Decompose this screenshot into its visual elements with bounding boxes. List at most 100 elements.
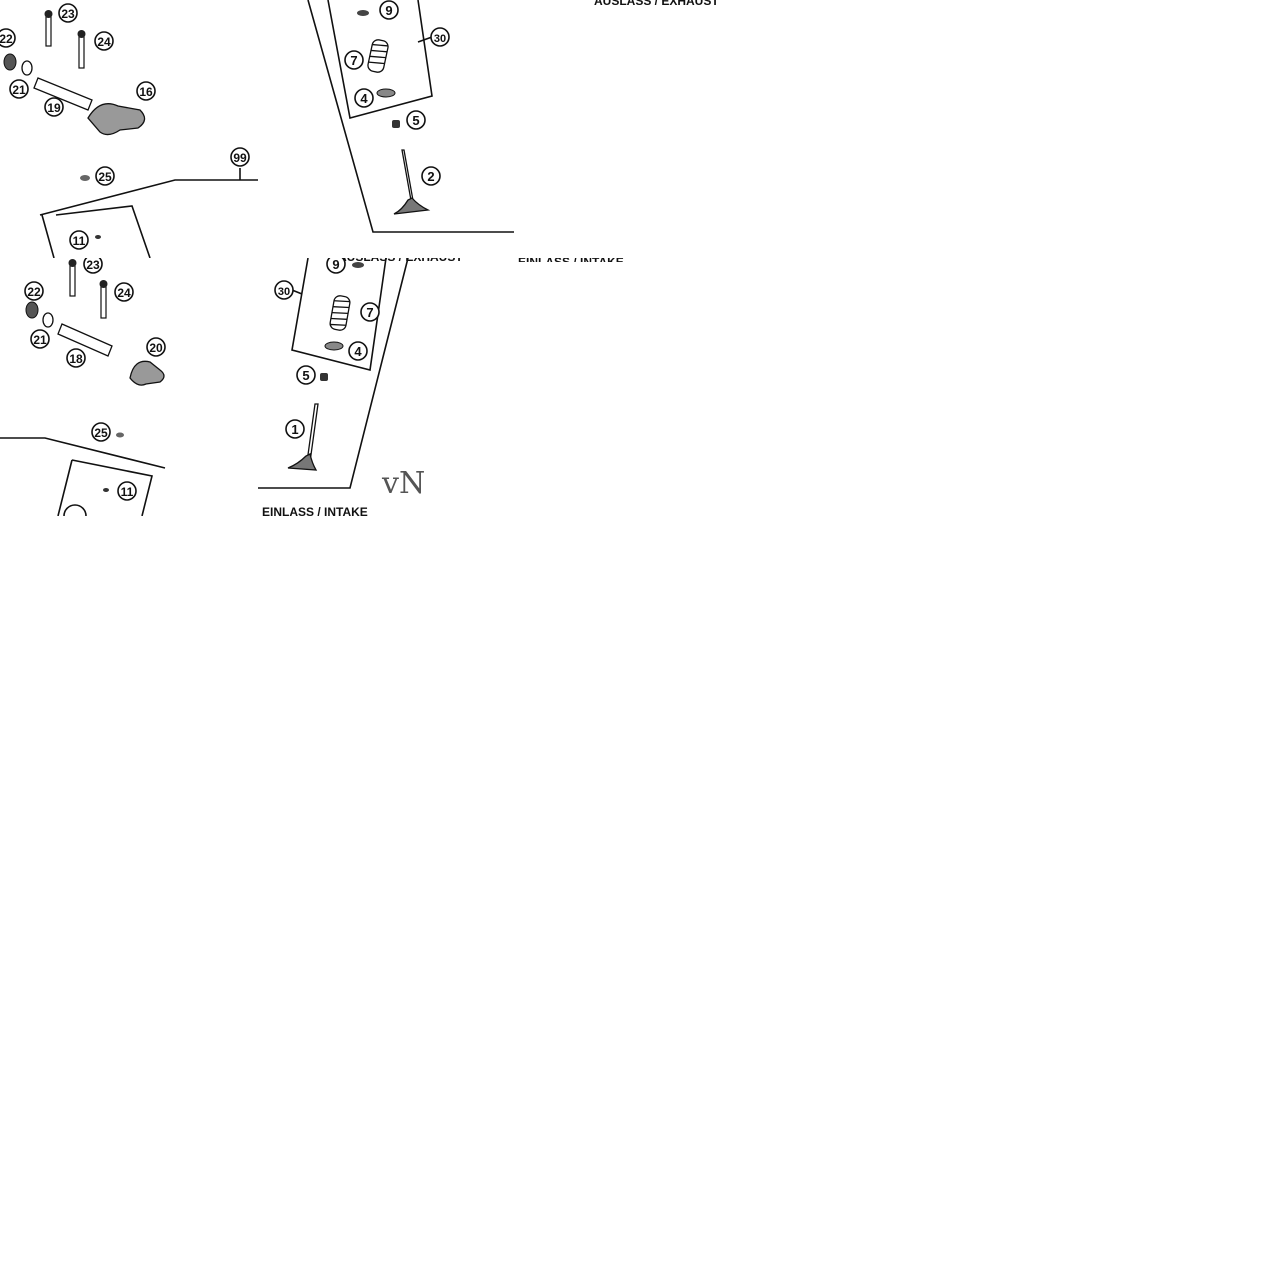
valve-spring-7-part — [367, 39, 389, 73]
spring-kit-box — [327, 0, 433, 119]
tile-caption-exhaust: AUSLASS / EXHAUST — [516, 0, 774, 258]
callout-22b: 22 — [24, 281, 44, 301]
callout-4: 4 — [354, 88, 374, 108]
callout-25b: 25 — [91, 422, 111, 442]
svg-text:18: 18 — [69, 352, 83, 366]
svg-text:23: 23 — [61, 7, 75, 21]
callout-7: 7 — [344, 50, 364, 70]
callout-21: 21 — [9, 79, 29, 99]
callout-18: 18 — [66, 348, 86, 368]
callout-21b: 21 — [30, 329, 50, 349]
leader-30 — [417, 36, 433, 43]
bolt-24-part — [78, 35, 85, 69]
svg-text:5: 5 — [302, 368, 309, 383]
o-ring-21-part — [21, 60, 33, 76]
watermark-mark: vN — [381, 466, 425, 501]
svg-text:99: 99 — [233, 151, 247, 165]
exhaust-bracket-line — [307, 0, 514, 233]
svg-text:1: 1 — [291, 422, 298, 437]
callout-19: 19 — [44, 97, 64, 117]
plug-22-part — [3, 53, 17, 71]
svg-text:16: 16 — [139, 85, 153, 99]
callout-1: 1 — [285, 419, 305, 439]
valve-seal-5-part — [320, 373, 328, 381]
callout-24b: 24 — [114, 282, 134, 302]
svg-text:22: 22 — [27, 285, 41, 299]
svg-text:30: 30 — [434, 33, 446, 45]
o-ring-21-part — [42, 312, 54, 328]
tile-valve-intake: AUSLASS / EXHAUST vN EINLASS / INTAKE 9 … — [258, 258, 516, 516]
exhaust-valve-2-part — [393, 149, 431, 215]
valve-spring-7-part — [329, 295, 351, 331]
callout-5b: 5 — [296, 365, 316, 385]
exhaust-caption: AUSLASS / EXHAUST — [338, 258, 463, 264]
svg-text:4: 4 — [360, 91, 368, 106]
bolt-23-part — [45, 13, 52, 47]
callout-99: 99 — [230, 147, 250, 167]
callout-23: 23 — [58, 3, 78, 23]
intake-caption: EINLASS / INTAKE — [262, 505, 368, 516]
callout-4b: 4 — [348, 341, 368, 361]
rocker-arm-20-part — [129, 360, 165, 386]
callout-11: 11 — [69, 230, 89, 250]
plug-22-part — [25, 301, 39, 319]
callout-16: 16 — [136, 81, 156, 101]
inner-box-edge — [55, 205, 151, 258]
group-bracket-line — [39, 179, 258, 216]
part-callouts: 9 30 7 4 5 1 — [274, 258, 380, 439]
shim-25-part — [80, 175, 90, 181]
svg-text:11: 11 — [121, 485, 134, 499]
intake-valve-1-part — [287, 403, 319, 471]
rocker-shaft-19-part — [33, 77, 93, 111]
part-callouts: 23 24 22 21 18 20 25 11 — [24, 258, 166, 501]
exhaust-caption-top: AUSLASS / EXHAUST — [594, 0, 719, 8]
intake-caption-top: EINLASS / INTAKE — [518, 258, 624, 262]
svg-text:20: 20 — [149, 341, 163, 355]
callout-5: 5 — [406, 110, 426, 130]
rocker-shaft-18-part — [57, 323, 113, 357]
svg-text:19: 19 — [47, 101, 61, 115]
svg-text:4: 4 — [354, 344, 362, 359]
svg-text:7: 7 — [350, 53, 357, 68]
spring-seat-4-part — [324, 341, 344, 351]
spring-seat-4-part — [376, 88, 396, 98]
box-edge — [57, 459, 73, 516]
tile-valve-exhaust: 9 30 7 4 5 2 — [258, 0, 516, 258]
bolt-23-head — [44, 10, 53, 18]
callout-11b: 11 — [117, 481, 137, 501]
svg-text:24: 24 — [117, 286, 131, 300]
svg-text:5: 5 — [412, 113, 419, 128]
svg-text:7: 7 — [366, 305, 373, 320]
bolt-24-head — [77, 30, 86, 38]
valve-seal-5-part — [392, 120, 400, 128]
svg-text:25: 25 — [98, 170, 112, 184]
callout-23b: 23 — [83, 258, 103, 274]
callout-24: 24 — [94, 31, 114, 51]
callout-20: 20 — [146, 337, 166, 357]
callout-25: 25 — [95, 166, 115, 186]
svg-text:25: 25 — [94, 426, 108, 440]
box-edge — [41, 214, 55, 258]
rocker-arm-16-part — [87, 103, 146, 136]
svg-text:2: 2 — [427, 169, 434, 184]
callout-2: 2 — [421, 166, 441, 186]
tile-caption-intake: EINLASS / INTAKE — [516, 258, 644, 262]
callout-30b: 30 — [274, 280, 294, 300]
part-callouts: 9 30 7 4 5 2 — [344, 0, 450, 186]
svg-text:22: 22 — [0, 32, 13, 46]
keeper-9-part — [352, 262, 364, 268]
callout-7b: 7 — [360, 302, 380, 322]
keeper-9-part — [357, 10, 369, 16]
svg-text:9: 9 — [385, 3, 392, 18]
tile-rocker-intake: 23 24 22 21 18 20 25 11 — [0, 258, 258, 516]
callout-30: 30 — [430, 27, 450, 47]
svg-text:21: 21 — [33, 333, 47, 347]
callout-9b: 9 — [326, 258, 346, 274]
svg-text:23: 23 — [86, 258, 100, 272]
group-bracket-line — [0, 437, 166, 469]
svg-text:30: 30 — [278, 286, 290, 298]
svg-text:24: 24 — [97, 35, 111, 49]
svg-text:11: 11 — [73, 234, 86, 248]
callout-9: 9 — [379, 0, 399, 20]
